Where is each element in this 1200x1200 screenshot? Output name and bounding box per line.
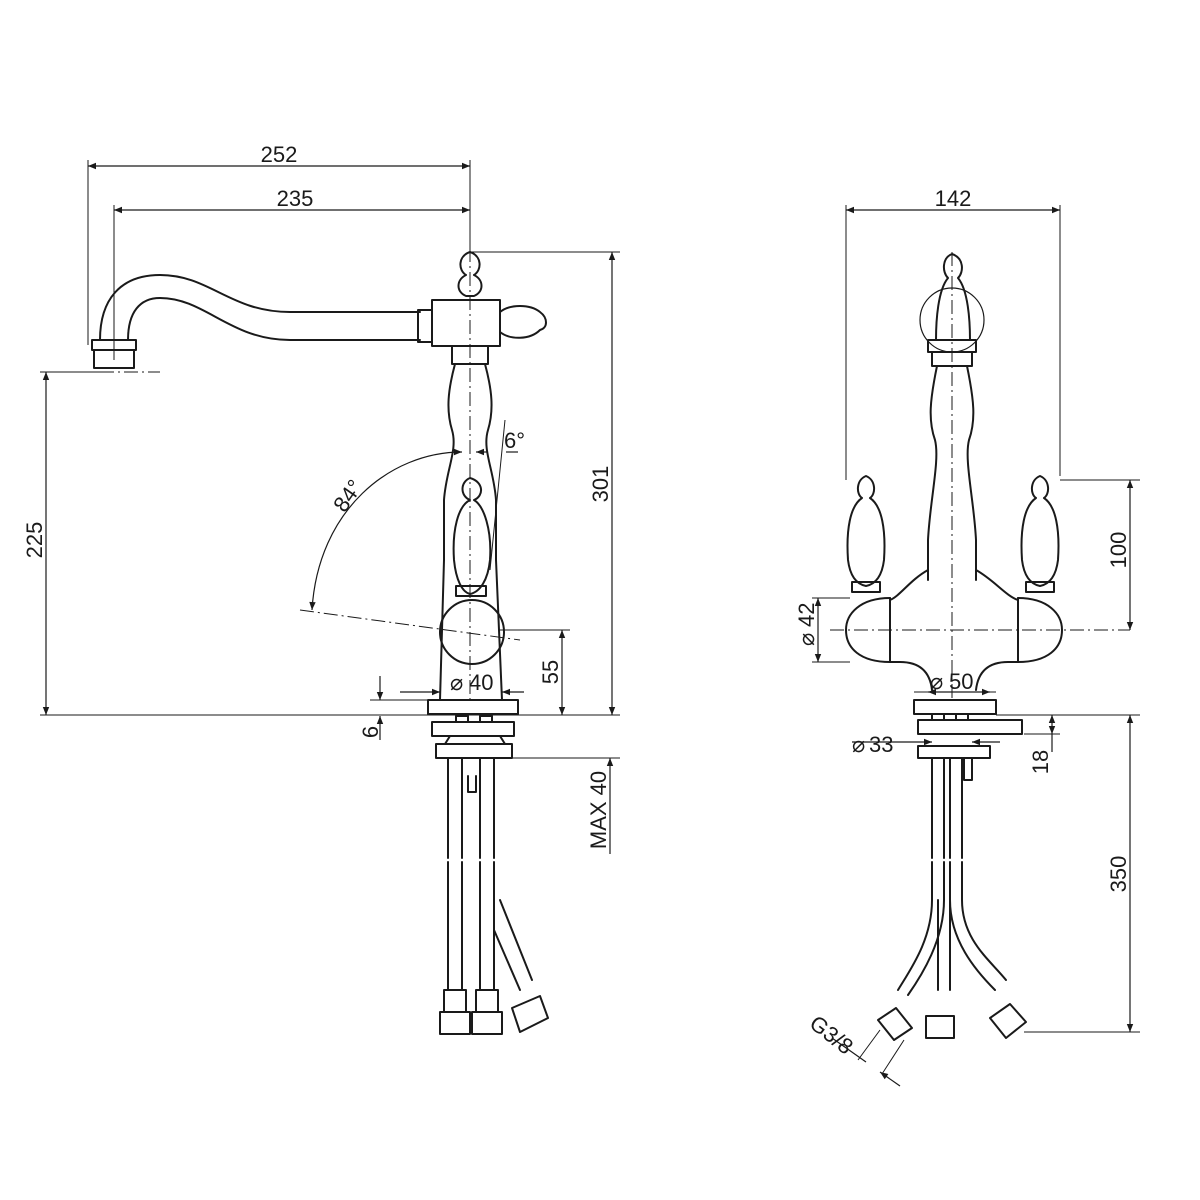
dim-142: 142 — [846, 186, 1060, 214]
dim-55: 55 — [538, 630, 566, 715]
dim-dia50-label: 50 — [949, 669, 973, 694]
dim-dia33: ⌀ 33 — [852, 732, 1000, 757]
dim-100-label: 100 — [1106, 532, 1131, 569]
dim-dia33-symbol: ⌀ — [852, 732, 865, 757]
dim-dia50-symbol: ⌀ — [930, 669, 943, 694]
dim-100: 100 — [1106, 480, 1134, 630]
dim-g38: G3/8 — [805, 1010, 905, 1087]
dim-dia50: ⌀ 50 — [914, 669, 996, 696]
dim-350-label: 350 — [1106, 856, 1131, 893]
dim-225: 225 — [22, 372, 50, 715]
front-view: 142 100 ⌀ 42 ⌀ 50 ⌀ 33 — [794, 186, 1140, 1087]
dim-18: 18 — [1028, 715, 1056, 774]
dim-6deg: 6° — [476, 419, 525, 571]
dim-dia42-label: 42 — [794, 603, 819, 627]
lever-handle[interactable] — [452, 477, 492, 597]
left-lever-handle[interactable] — [846, 475, 886, 593]
dim-dia40: ⌀ 40 — [400, 670, 524, 696]
faucet-body — [439, 363, 503, 701]
front-body — [889, 365, 1019, 601]
dim-18-label: 18 — [1028, 750, 1053, 774]
dim-252: 252 — [88, 142, 470, 170]
dim-84deg-label: 84° — [328, 475, 368, 517]
dim-dia42-symbol: ⌀ — [794, 633, 819, 646]
front-mounting-base — [913, 699, 1023, 759]
right-lever-handle[interactable] — [1020, 475, 1060, 593]
dim-301-label: 301 — [588, 466, 613, 503]
front-supply-hoses — [877, 757, 1027, 1041]
dim-dia40-label: 40 — [469, 670, 493, 695]
dim-235: 235 — [114, 186, 470, 214]
dim-84deg: 84° — [309, 448, 463, 611]
dim-252-label: 252 — [261, 142, 298, 167]
dim-6deg-label: 6° — [504, 428, 525, 453]
dim-301: 301 — [588, 252, 616, 715]
spout — [91, 274, 433, 369]
dim-235-label: 235 — [277, 186, 314, 211]
dim-6-label: 6 — [358, 726, 383, 738]
dim-142-label: 142 — [935, 186, 972, 211]
dim-dia40-symbol: ⌀ — [450, 670, 463, 695]
dim-dia33-label: 33 — [869, 732, 893, 757]
dim-6: 6 — [358, 676, 428, 740]
dim-350: 350 — [1106, 715, 1134, 1032]
dim-55-label: 55 — [538, 660, 563, 684]
mounting-base — [427, 699, 519, 759]
dim-max40-label: MAX 40 — [586, 771, 611, 849]
dim-max40: MAX 40 — [586, 758, 614, 854]
side-view: 252 235 301 225 55 MAX 40 — [22, 142, 620, 1035]
dim-225-label: 225 — [22, 522, 47, 559]
dim-g38-label: G3/8 — [805, 1010, 858, 1059]
dim-dia42: ⌀ 42 — [794, 598, 822, 662]
supply-hoses — [439, 757, 549, 1035]
faucet-head — [431, 251, 547, 365]
valve-sphere — [439, 599, 505, 665]
